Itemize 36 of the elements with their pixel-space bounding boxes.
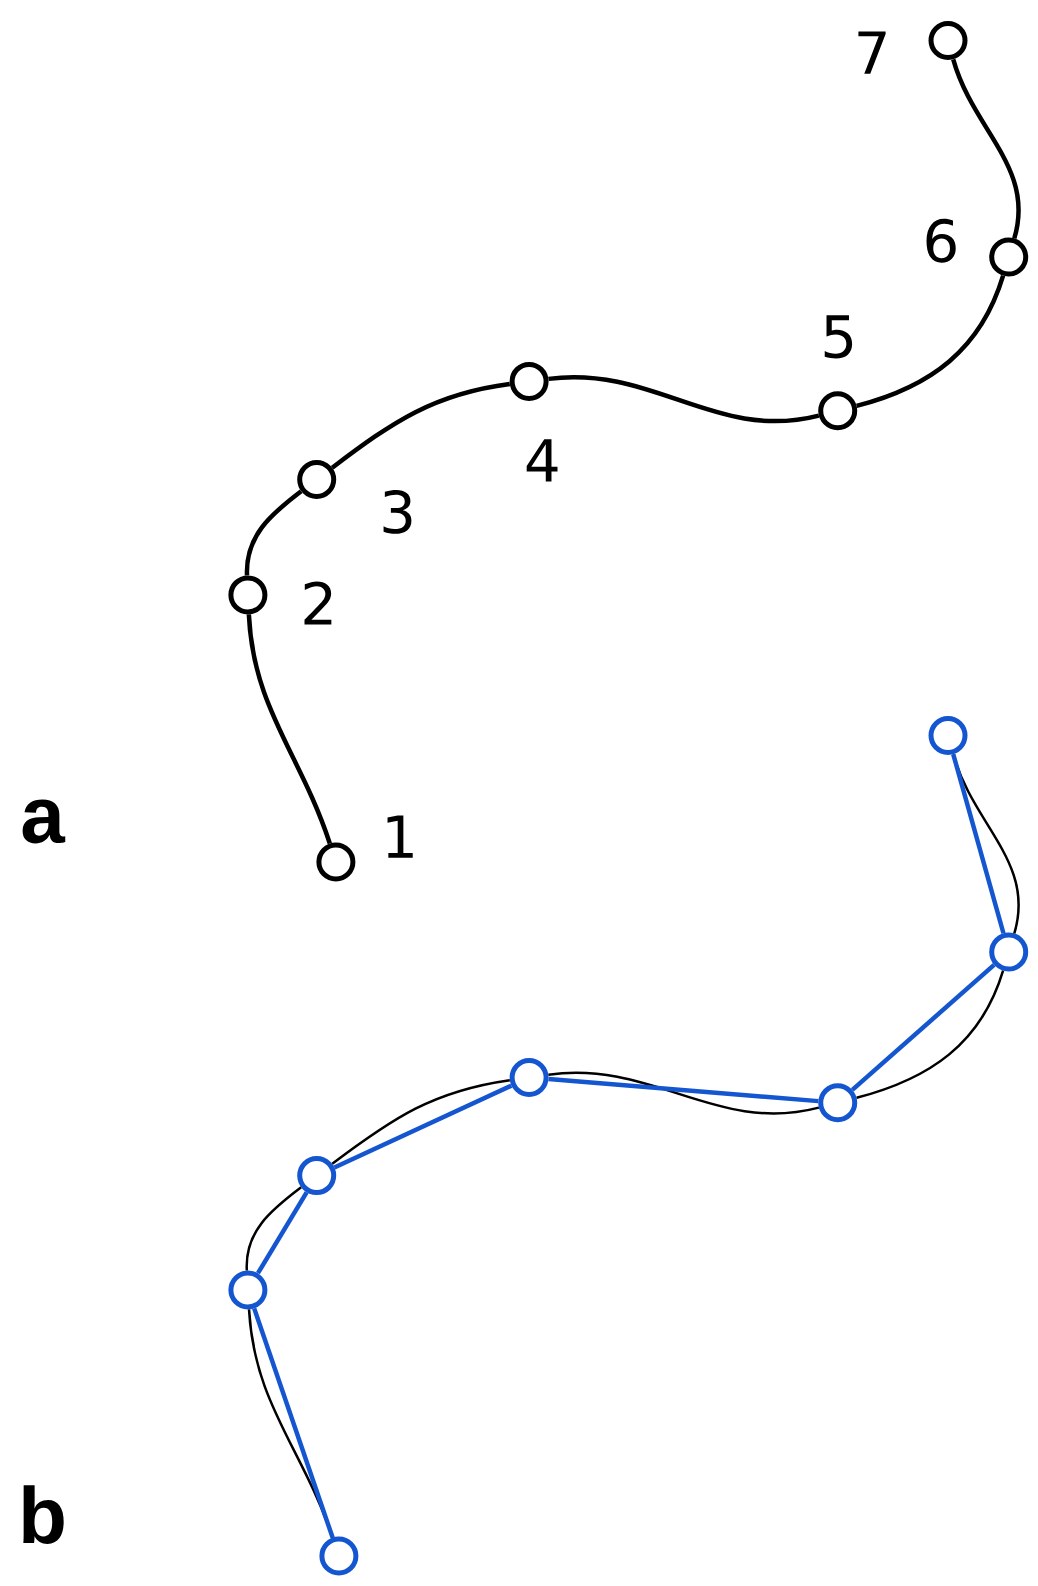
point-number: 7: [858, 31, 886, 74]
circle-marker: [509, 361, 549, 401]
circle-marker: [928, 21, 968, 60]
panel-letter: a: [22, 799, 66, 844]
circle-marker: [319, 1536, 359, 1576]
circle-marker: [297, 1156, 337, 1196]
circle-marker: [818, 391, 858, 431]
connector-line: [856, 274, 1006, 408]
point-number: 3: [383, 489, 412, 534]
point-number: 6: [926, 218, 956, 263]
circle-marker: [509, 1058, 549, 1097]
circle-marker: [228, 575, 268, 615]
connector-line: [245, 1186, 302, 1271]
connector-line: [856, 970, 1005, 1099]
connector-line: [951, 753, 1006, 934]
connector-line: [256, 1191, 309, 1275]
circle-marker: [989, 932, 1029, 972]
connector-line: [330, 381, 511, 470]
connector-line: [548, 1076, 819, 1104]
point-number: 4: [526, 439, 558, 482]
circle-marker: [297, 460, 337, 499]
circle-marker: [928, 716, 968, 755]
connector-line: [850, 963, 996, 1092]
circle-marker: [989, 237, 1029, 277]
panel-letter: b: [23, 1485, 64, 1544]
circle-marker: [228, 1270, 268, 1310]
circle-marker: [818, 1083, 858, 1123]
point-number: 2: [304, 581, 332, 625]
point-number: 5: [824, 315, 853, 359]
connector-line: [244, 489, 303, 576]
connector-line: [548, 375, 820, 424]
point-number: 1: [387, 815, 413, 858]
connector-line: [548, 1071, 820, 1115]
connector-line: [246, 614, 332, 845]
circle-marker: [316, 842, 356, 882]
connector-line: [951, 58, 1021, 239]
